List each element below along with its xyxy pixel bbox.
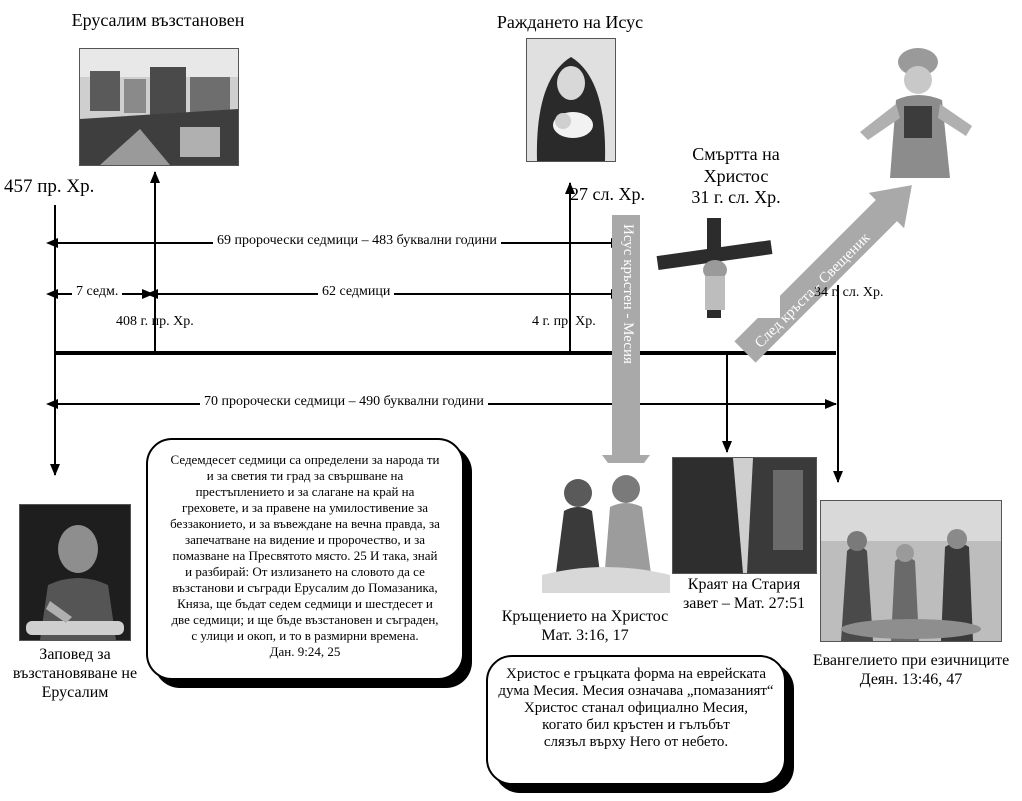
- decree-caption-line: Заповед за: [39, 646, 111, 663]
- gentiles-caption: Евангелието при езичниците Деян. 13:46, …: [806, 651, 1016, 689]
- death-caption-line: Смъртта на: [692, 144, 780, 164]
- birth-caption: Раждането на Исус: [496, 12, 644, 32]
- prophecy-reference: Дан. 9:24, 25: [269, 644, 341, 659]
- prophecy-line: Седемдесет седмици са определени за наро…: [170, 452, 440, 467]
- prophecy-line: помазване на Пресвятото място. 25 И така…: [172, 548, 438, 563]
- christ-meaning-bubble: Христос е гръцката форма на еврейската д…: [486, 655, 786, 785]
- date-457-bc: 457 пр. Хр.: [4, 176, 95, 197]
- veil-photo: [672, 457, 817, 574]
- prophecy-line: възстанови и съгради Ерусалим до Помазан…: [172, 580, 438, 595]
- messiah-arrow-label: Исус кръстен - Месия: [620, 224, 636, 364]
- jerusalem-caption: Ерусалим възстановен: [71, 10, 245, 30]
- decree-caption-line: възстановяване не: [12, 665, 138, 683]
- christ-line: слязъл върху Него от небето.: [543, 734, 729, 750]
- prophecy-line: и разбирай: От излизането на словото да …: [185, 564, 425, 579]
- date-408-bc: 408 г. пр. Хр.: [116, 314, 194, 329]
- prophecy-line: две седмици; и ще бъде възстановен и съг…: [171, 612, 439, 627]
- scribe-decree-icon: [20, 505, 130, 640]
- date-4-bc: 4 г. пр. Хр.: [532, 314, 596, 329]
- prophecy-line: Княза, ще бъдат седем седмици и шестдесе…: [177, 596, 433, 611]
- prophecy-line: беззаконието, и за въвеждане на вечна пр…: [170, 516, 440, 531]
- prophecy-line: и за светия ти град за свършване на: [206, 468, 404, 483]
- baptism-caption-line: Мат. 3:16, 17: [541, 627, 629, 645]
- preaching-to-gentiles-icon: [821, 501, 1001, 641]
- label-7-weeks: 7 седм.: [72, 284, 123, 301]
- veil-caption: Краят на Стария завет – Мат. 27:51: [674, 575, 814, 613]
- label-69-weeks: 69 пророчески седмици – 483 буквални год…: [213, 233, 501, 250]
- birth-photo: [526, 38, 616, 162]
- death-caption-line: 31 г. сл. Хр.: [691, 187, 781, 208]
- messiah-big-arrow: [602, 215, 650, 487]
- death-caption: Смъртта на Христос 31 г. сл. Хр.: [676, 144, 796, 209]
- jerusalem-city-icon: [80, 49, 238, 165]
- decree-caption-line: Ерусалим: [41, 684, 109, 702]
- prophecy-line: престъплението и за слагане на край на: [195, 484, 415, 499]
- gentiles-photo: [820, 500, 1002, 642]
- priest-big-arrow: [734, 185, 912, 363]
- label-70-weeks: 70 пророчески седмици – 490 буквални год…: [200, 394, 488, 411]
- christ-line: Христос станал официално Месия,: [523, 700, 749, 716]
- torn-veil-icon: [673, 458, 816, 573]
- prophecy-bubble: Седемдесет седмици са определени за наро…: [146, 438, 464, 680]
- gentiles-caption-line: Деян. 13:46, 47: [859, 671, 963, 689]
- prophecy-line: греховете, и за правене на умилостивение…: [182, 500, 428, 515]
- death-caption-line: Христос: [703, 165, 769, 186]
- veil-caption-line: Краят на Стария: [687, 576, 801, 593]
- prophecy-line: запечатване на видение и пророчество, и …: [185, 532, 425, 547]
- priest-photo: [846, 40, 986, 178]
- baptism-icon: [542, 463, 670, 593]
- decree-photo: [19, 504, 131, 641]
- date-27-ad: 27 сл. Хр.: [570, 184, 645, 204]
- prophecy-line: с улици и окоп, и то в размирни времена.: [191, 628, 419, 643]
- baptism-caption-line: Кръщението на Христос: [501, 608, 669, 625]
- gentiles-caption-line: Евангелието при езичниците: [812, 652, 1010, 669]
- label-62-weeks: 62 седмици: [318, 284, 395, 301]
- christ-line: дума Месия. Месия означава „помазаният“: [498, 683, 774, 699]
- mary-and-child-icon: [527, 39, 615, 161]
- baptism-caption: Кръщението на Христос Мат. 3:16, 17: [490, 607, 680, 645]
- veil-caption-line: завет – Мат. 27:51: [682, 595, 806, 613]
- jerusalem-photo: [79, 48, 239, 166]
- crucifixion-photo: [655, 218, 780, 318]
- christ-line: когато бил кръстен и гълъбът: [542, 717, 730, 733]
- crucifixion-icon: [655, 218, 780, 318]
- date-34-ad: 34 г. сл. Хр.: [814, 285, 884, 300]
- decree-caption: Заповед за възстановяване не Ерусалим: [0, 645, 150, 703]
- high-priest-icon: [846, 40, 986, 178]
- christ-line: Христос е гръцката форма на еврейската: [505, 666, 766, 682]
- baptism-photo: [542, 463, 670, 593]
